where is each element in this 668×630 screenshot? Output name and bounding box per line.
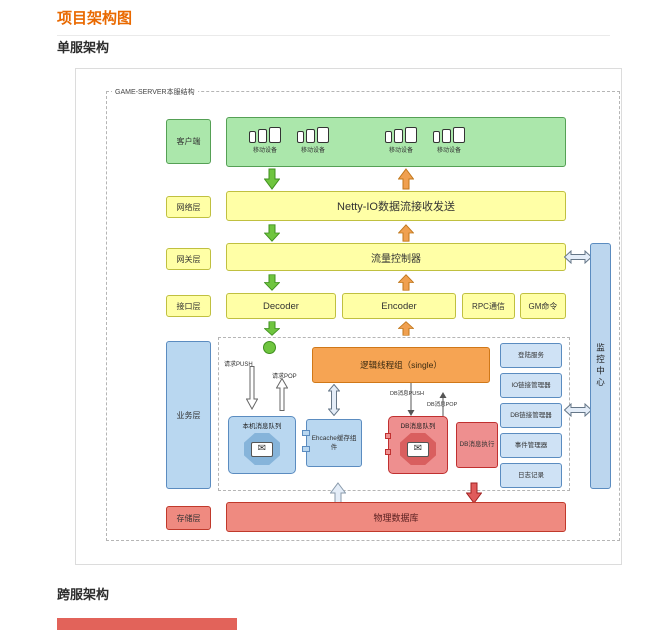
device-group-label: 移动设备	[252, 148, 277, 154]
local-message-queue-box: 本机消息队列 ✉	[228, 416, 296, 474]
layer-label-client: 客户端	[166, 119, 211, 164]
mobile-devices-icon	[427, 125, 471, 143]
service-box-logging: 日志记录	[500, 463, 562, 488]
envelope-icon: ✉	[251, 441, 273, 457]
service-box-db-manager: DB链接管理器	[500, 403, 562, 428]
layer-label-interface: 接口层	[166, 295, 211, 317]
single-server-diagram: GAME-SERVER本服结构 客户端 移动设备 移动设备 移动设备 移动设备	[76, 69, 621, 564]
component-tab-icon	[302, 430, 310, 436]
db-message-exec-box: DB消息执行	[456, 422, 498, 468]
gear-tooth-icon	[385, 433, 391, 439]
logic-thread-box: 逻辑线程组（single）	[312, 347, 490, 383]
diagram-title: GAME-SERVER本服结构	[112, 87, 198, 97]
device-group: 移动设备	[291, 125, 335, 154]
response-up-arrow-icon	[397, 274, 415, 296]
queue-badge-icon: ✉	[400, 433, 436, 465]
monitor-center-box: 监控中心	[590, 243, 611, 489]
mobile-devices-icon	[379, 125, 423, 143]
physical-database-box: 物理数据库	[226, 502, 566, 532]
db-push-label: DB消息PUSH	[390, 391, 424, 397]
architecture-diagram-image: GAME-SERVER本服结构 客户端 移动设备 移动设备 移动设备 移动设备	[75, 68, 622, 565]
request-pop-label: 请求POP	[272, 374, 297, 380]
device-group: 移动设备	[243, 125, 287, 154]
gm-command-box: GM命令	[520, 293, 566, 319]
response-up-arrow-icon	[397, 321, 415, 341]
device-group-label: 移动设备	[436, 148, 461, 154]
dispatch-node-icon	[263, 341, 276, 354]
layer-label-network: 网络层	[166, 196, 211, 218]
mobile-devices-icon	[291, 125, 335, 143]
service-box-io-manager: IO链接管理器	[500, 373, 562, 398]
request-push-label: 请求PUSH	[224, 362, 253, 368]
request-down-arrow-icon	[263, 168, 281, 195]
cross-server-diagram-partial	[57, 618, 237, 630]
local-queue-label: 本机消息队列	[242, 423, 282, 430]
request-down-arrow-icon	[263, 224, 281, 247]
decoder-box: Decoder	[226, 293, 336, 319]
page-title: 项目架构图	[57, 7, 610, 36]
device-group: 移动设备	[427, 125, 471, 154]
push-down-arrow-icon	[245, 366, 259, 415]
db-write-down-arrow-icon	[465, 482, 483, 509]
layer-label-gateway: 网关层	[166, 248, 211, 270]
section-title-single-server: 单服架构	[57, 40, 110, 55]
client-devices-box: 移动设备 移动设备 移动设备 移动设备	[226, 117, 566, 167]
request-down-arrow-icon	[263, 274, 281, 296]
response-up-arrow-icon	[397, 224, 415, 247]
device-group-label: 移动设备	[300, 148, 325, 154]
rpc-box: RPC通信	[462, 293, 515, 319]
queue-badge-icon: ✉	[244, 433, 280, 465]
device-group: 移动设备	[379, 125, 423, 154]
db-pop-label: DB消息POP	[427, 402, 458, 408]
ehcache-box: Ehcache缓存组件	[302, 419, 362, 467]
db-queue-label: DB消息队列	[400, 423, 436, 430]
logic-cache-double-arrow-icon	[327, 383, 341, 421]
ehcache-label: Ehcache缓存组件	[311, 434, 357, 451]
envelope-icon: ✉	[407, 441, 429, 457]
mobile-devices-icon	[243, 125, 287, 143]
encoder-box: Encoder	[342, 293, 456, 319]
business-monitor-double-arrow-icon	[563, 402, 593, 422]
gear-tooth-icon	[385, 449, 391, 455]
section-title-cross-server: 跨服架构	[57, 587, 110, 602]
request-down-arrow-icon	[263, 321, 281, 341]
service-box-event-manager: 事件管理器	[500, 433, 562, 458]
netty-io-box: Netty-IO数据流接收发送	[226, 191, 566, 221]
response-up-arrow-icon	[397, 168, 415, 195]
db-push-arrow-icon	[406, 383, 416, 422]
db-pop-arrow-icon	[438, 392, 448, 423]
layer-label-business: 业务层	[166, 341, 211, 489]
device-group-label: 移动设备	[388, 148, 413, 154]
component-tab-icon	[302, 446, 310, 452]
pop-up-arrow-icon	[275, 377, 289, 416]
service-box-login: 登陆服务	[500, 343, 562, 368]
db-message-queue-box: DB消息队列 ✉	[385, 416, 448, 474]
layer-label-storage: 存储层	[166, 506, 211, 530]
flow-controller-box: 流量控制器	[226, 243, 566, 271]
diagram-boundary	[106, 91, 620, 541]
gateway-monitor-double-arrow-icon	[563, 249, 593, 269]
